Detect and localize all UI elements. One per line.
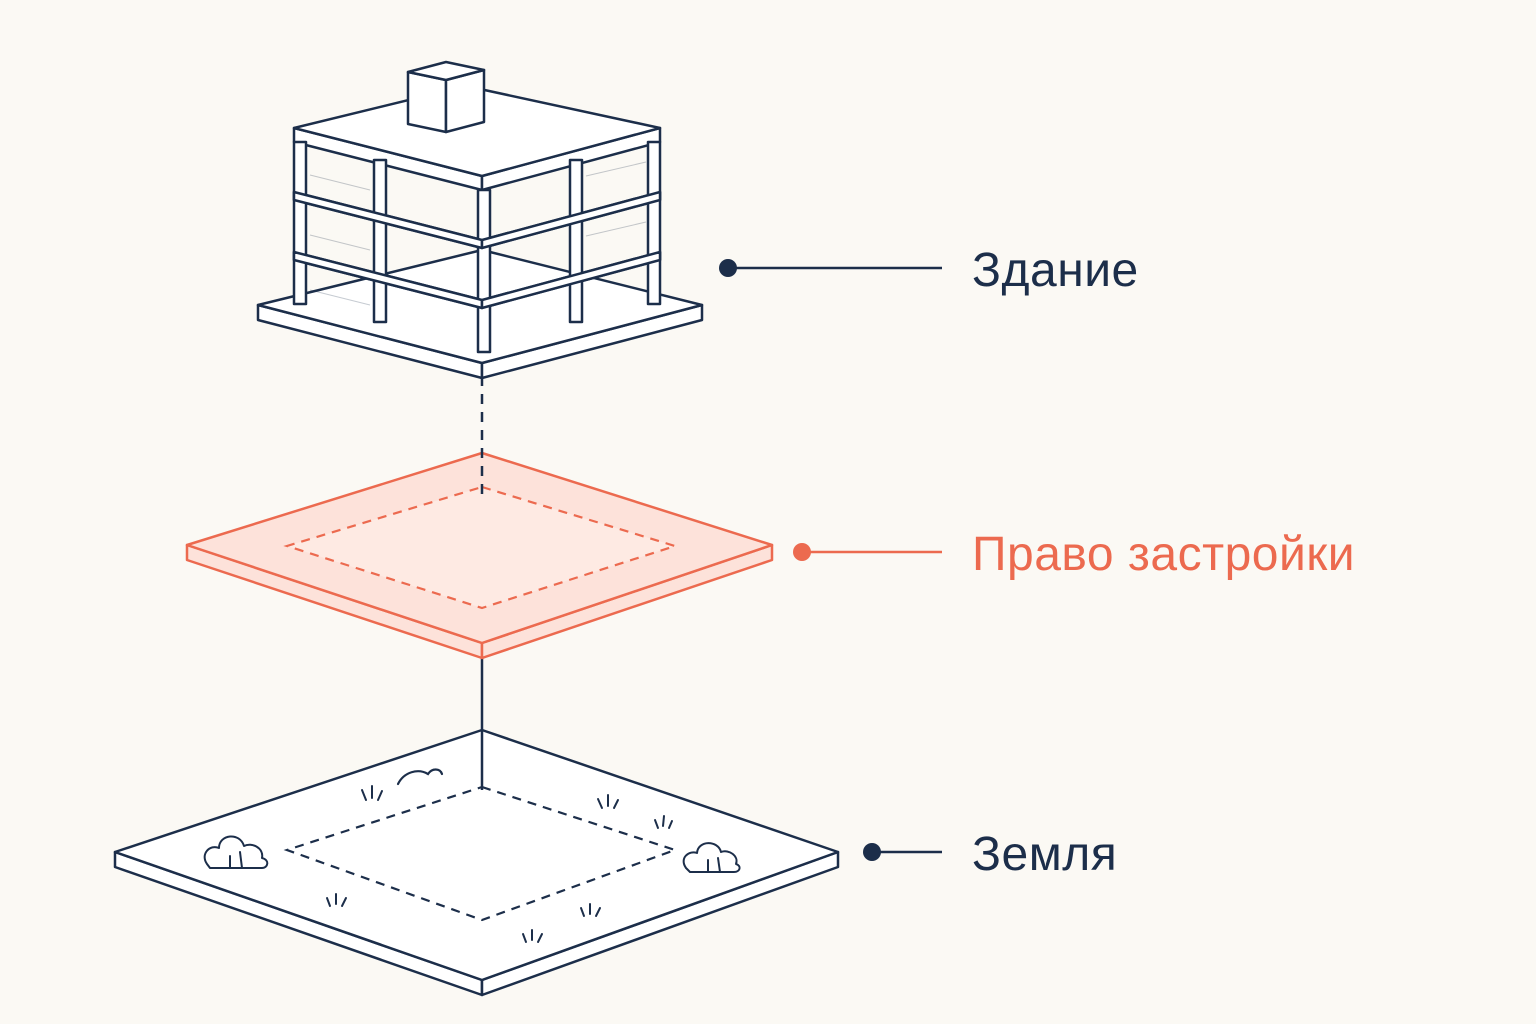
right-footprint bbox=[283, 485, 679, 610]
leader-land bbox=[863, 843, 942, 861]
label-building: Здание bbox=[972, 244, 1139, 297]
grass-tuft-icons bbox=[326, 785, 673, 943]
leader-right bbox=[793, 543, 942, 561]
shrub-icon bbox=[203, 835, 269, 869]
building-right-plate bbox=[185, 451, 774, 660]
leader-building bbox=[719, 259, 942, 277]
building-glass bbox=[309, 161, 647, 306]
land-footprint bbox=[283, 785, 679, 922]
land-plate bbox=[113, 728, 840, 997]
bush-outline-icon bbox=[396, 768, 444, 786]
label-building-right: Право застройки bbox=[972, 528, 1355, 581]
label-land: Земля bbox=[972, 828, 1117, 881]
building bbox=[256, 60, 704, 380]
shrub-icon bbox=[682, 842, 741, 873]
